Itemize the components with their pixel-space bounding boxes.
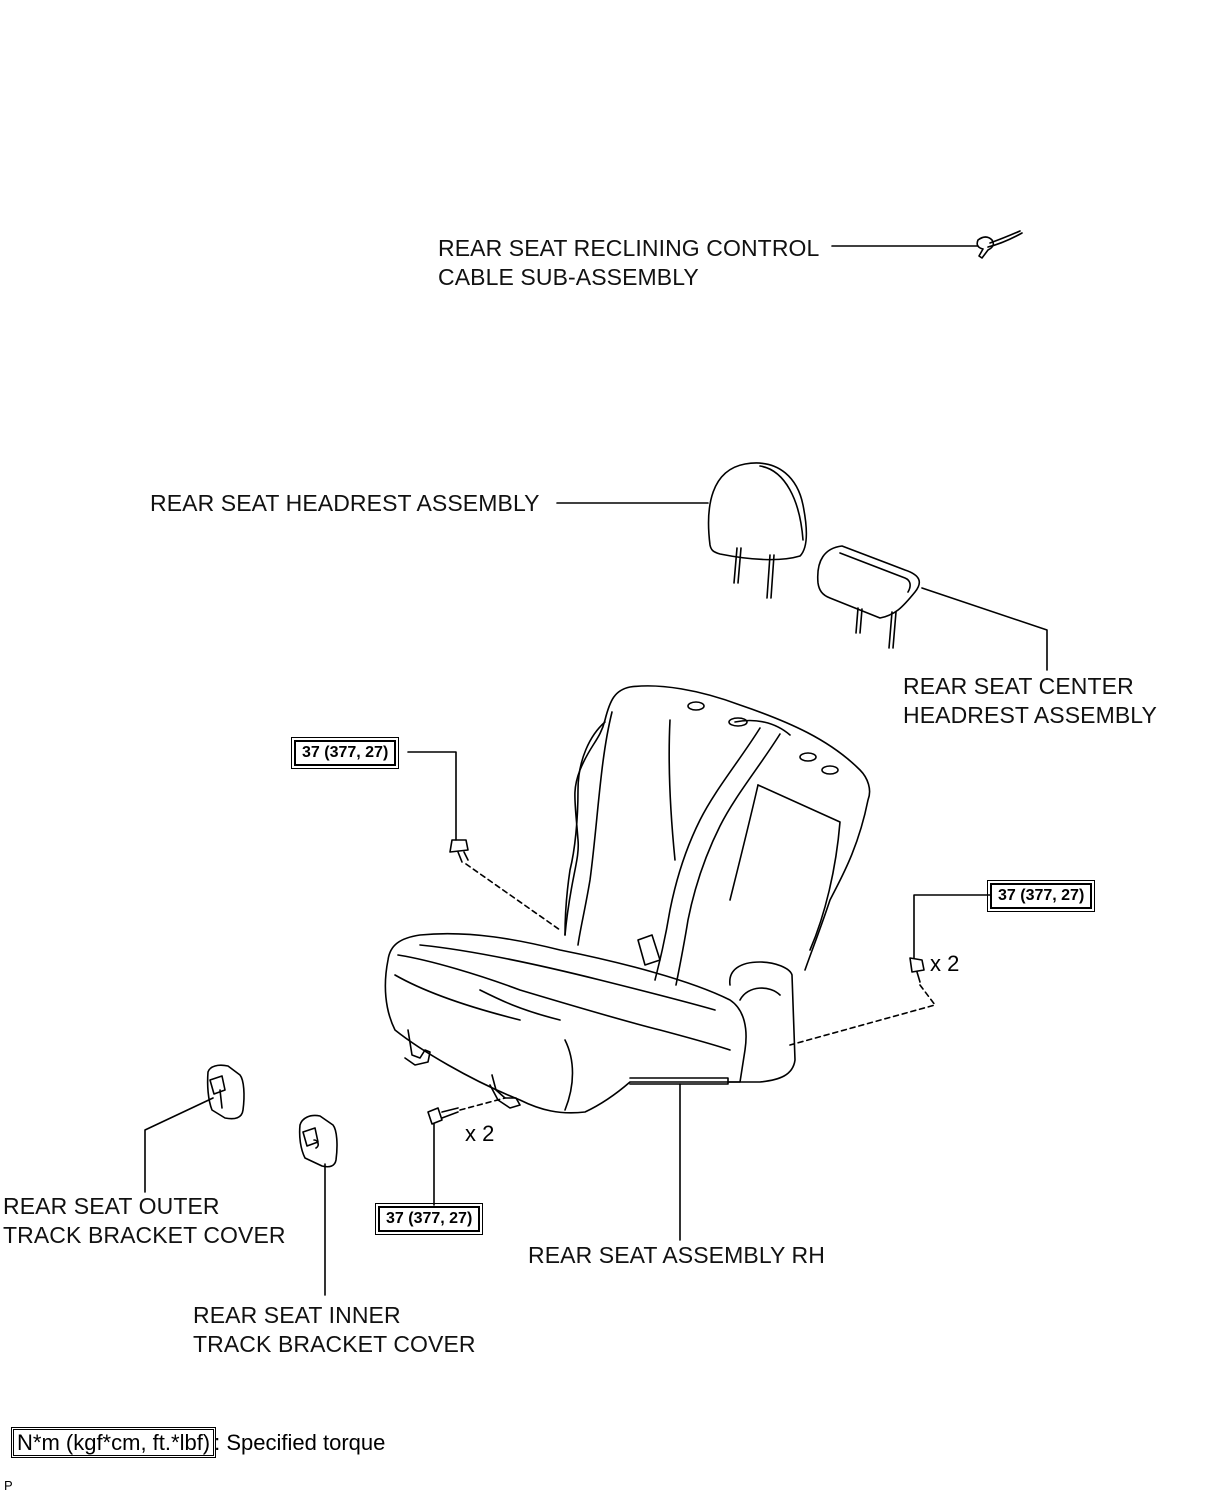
label-center-headrest-line2: HEADREST ASSEMBLY bbox=[903, 702, 1157, 728]
label-inner-cover-line1: REAR SEAT INNER bbox=[193, 1302, 401, 1328]
multiplier-right: x 2 bbox=[930, 951, 960, 976]
bolt-bottom bbox=[427, 1097, 506, 1206]
seat-assembly-drawing bbox=[384, 685, 871, 1114]
label-recline-cable-line2: CABLE SUB-ASSEMBLY bbox=[438, 264, 699, 290]
torque-legend: N*m (kgf*cm, ft.*lbf): Specified torque bbox=[10, 1427, 386, 1458]
outer-cover-drawing bbox=[144, 1064, 245, 1193]
multiplier-bottom: x 2 bbox=[465, 1121, 495, 1146]
label-recline-cable: REAR SEAT RECLINING CONTROL CABLE SUB-AS… bbox=[438, 234, 819, 292]
torque-box-upper-left: 37 (377, 27) bbox=[290, 737, 400, 769]
recline-cable-drawing bbox=[831, 230, 1023, 259]
label-recline-cable-line1: REAR SEAT RECLINING CONTROL bbox=[438, 235, 820, 261]
torque-box-right: 37 (377, 27) bbox=[986, 880, 1096, 912]
legend-text: : Specified torque bbox=[214, 1430, 386, 1455]
inner-cover-drawing bbox=[298, 1114, 338, 1296]
headrest-drawing bbox=[556, 462, 808, 599]
label-outer-cover: REAR SEAT OUTER TRACK BRACKET COVER bbox=[3, 1192, 286, 1250]
label-outer-cover-line1: REAR SEAT OUTER bbox=[3, 1193, 220, 1219]
label-seat-assembly: REAR SEAT ASSEMBLY RH bbox=[528, 1242, 825, 1268]
label-headrest: REAR SEAT HEADREST ASSEMBLY bbox=[150, 490, 540, 516]
label-outer-cover-line2: TRACK BRACKET COVER bbox=[3, 1222, 286, 1248]
label-inner-cover: REAR SEAT INNER TRACK BRACKET COVER bbox=[193, 1301, 476, 1359]
center-headrest-drawing bbox=[816, 545, 1048, 671]
legend-unit-box: N*m (kgf*cm, ft.*lbf) bbox=[10, 1427, 217, 1458]
label-inner-cover-line2: TRACK BRACKET COVER bbox=[193, 1331, 476, 1357]
footer-code: P bbox=[4, 1478, 13, 1493]
bolt-right bbox=[789, 894, 994, 1046]
label-center-headrest: REAR SEAT CENTER HEADREST ASSEMBLY bbox=[903, 672, 1157, 730]
bolt-upper-left bbox=[407, 751, 561, 931]
label-center-headrest-line1: REAR SEAT CENTER bbox=[903, 673, 1134, 699]
torque-box-bottom: 37 (377, 27) bbox=[374, 1203, 484, 1235]
